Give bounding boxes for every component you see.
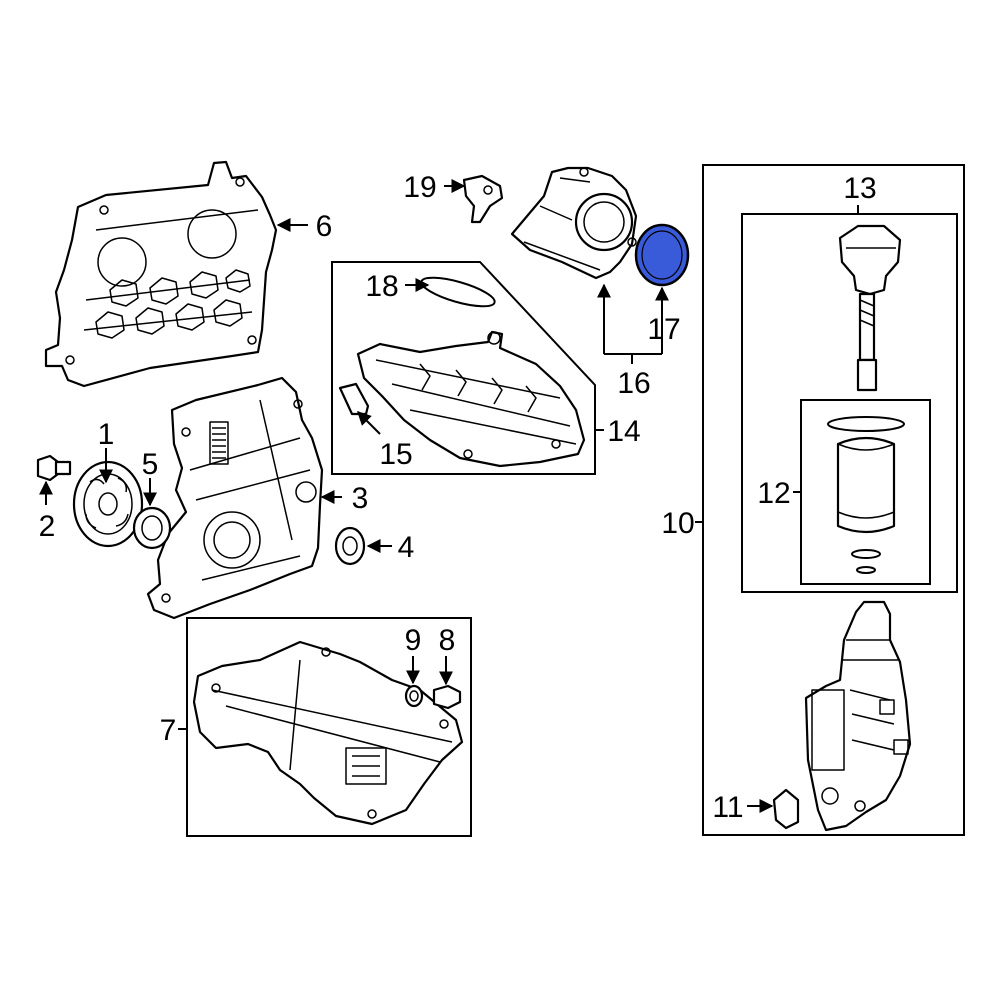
filter-cap-group-frame — [741, 213, 958, 593]
leader-lines — [39, 179, 859, 813]
part-8-drain-plug — [432, 684, 462, 710]
part-18-gasket — [420, 276, 496, 308]
callout-9: 9 — [405, 624, 422, 657]
callout-14: 14 — [607, 415, 640, 448]
part-14-intake-manifold — [356, 330, 586, 468]
callout-15: 15 — [379, 438, 412, 471]
callout-2: 2 — [39, 510, 56, 543]
callout-11: 11 — [712, 791, 743, 824]
part-4-seal — [334, 526, 366, 566]
intake-group-frame — [331, 261, 596, 475]
callout-3: 3 — [352, 482, 369, 515]
part-16-throttle-body — [510, 166, 638, 280]
part-2-bolt — [36, 454, 72, 482]
callout-19: 19 — [403, 171, 436, 204]
part-17-seal-highlighted — [634, 223, 690, 287]
part-6-rear-cover — [44, 160, 278, 388]
callout-1: 1 — [98, 418, 115, 451]
callout-8: 8 — [439, 624, 456, 657]
part-7-oil-pan — [192, 640, 464, 826]
callout-17: 17 — [647, 313, 680, 346]
part-15-gasket — [338, 382, 370, 416]
oil-pan-group-frame — [186, 617, 472, 837]
part-5-seal — [132, 506, 172, 550]
part-11-plug — [772, 788, 800, 830]
callout-7: 7 — [160, 714, 177, 747]
part-9-washer — [404, 684, 424, 708]
callout-labels: 1 2 3 4 5 6 7 8 9 10 11 12 13 14 15 16 1… — [39, 171, 877, 824]
part-19-sensor — [462, 174, 504, 224]
callout-10: 10 — [661, 507, 694, 540]
part-1-pulley — [72, 460, 144, 548]
callout-16: 16 — [617, 367, 650, 400]
callout-18: 18 — [365, 270, 398, 303]
part-12-filter-element — [827, 416, 905, 574]
callout-6: 6 — [316, 210, 333, 243]
part-13-filter-cap — [838, 224, 902, 392]
part-3-front-cover — [146, 376, 324, 620]
callout-13: 13 — [843, 172, 876, 205]
callout-12: 12 — [757, 477, 790, 510]
oil-filter-housing-frame — [702, 164, 965, 836]
part-10-filter-housing — [804, 600, 912, 832]
callout-5: 5 — [142, 448, 159, 481]
callout-4: 4 — [398, 531, 415, 564]
